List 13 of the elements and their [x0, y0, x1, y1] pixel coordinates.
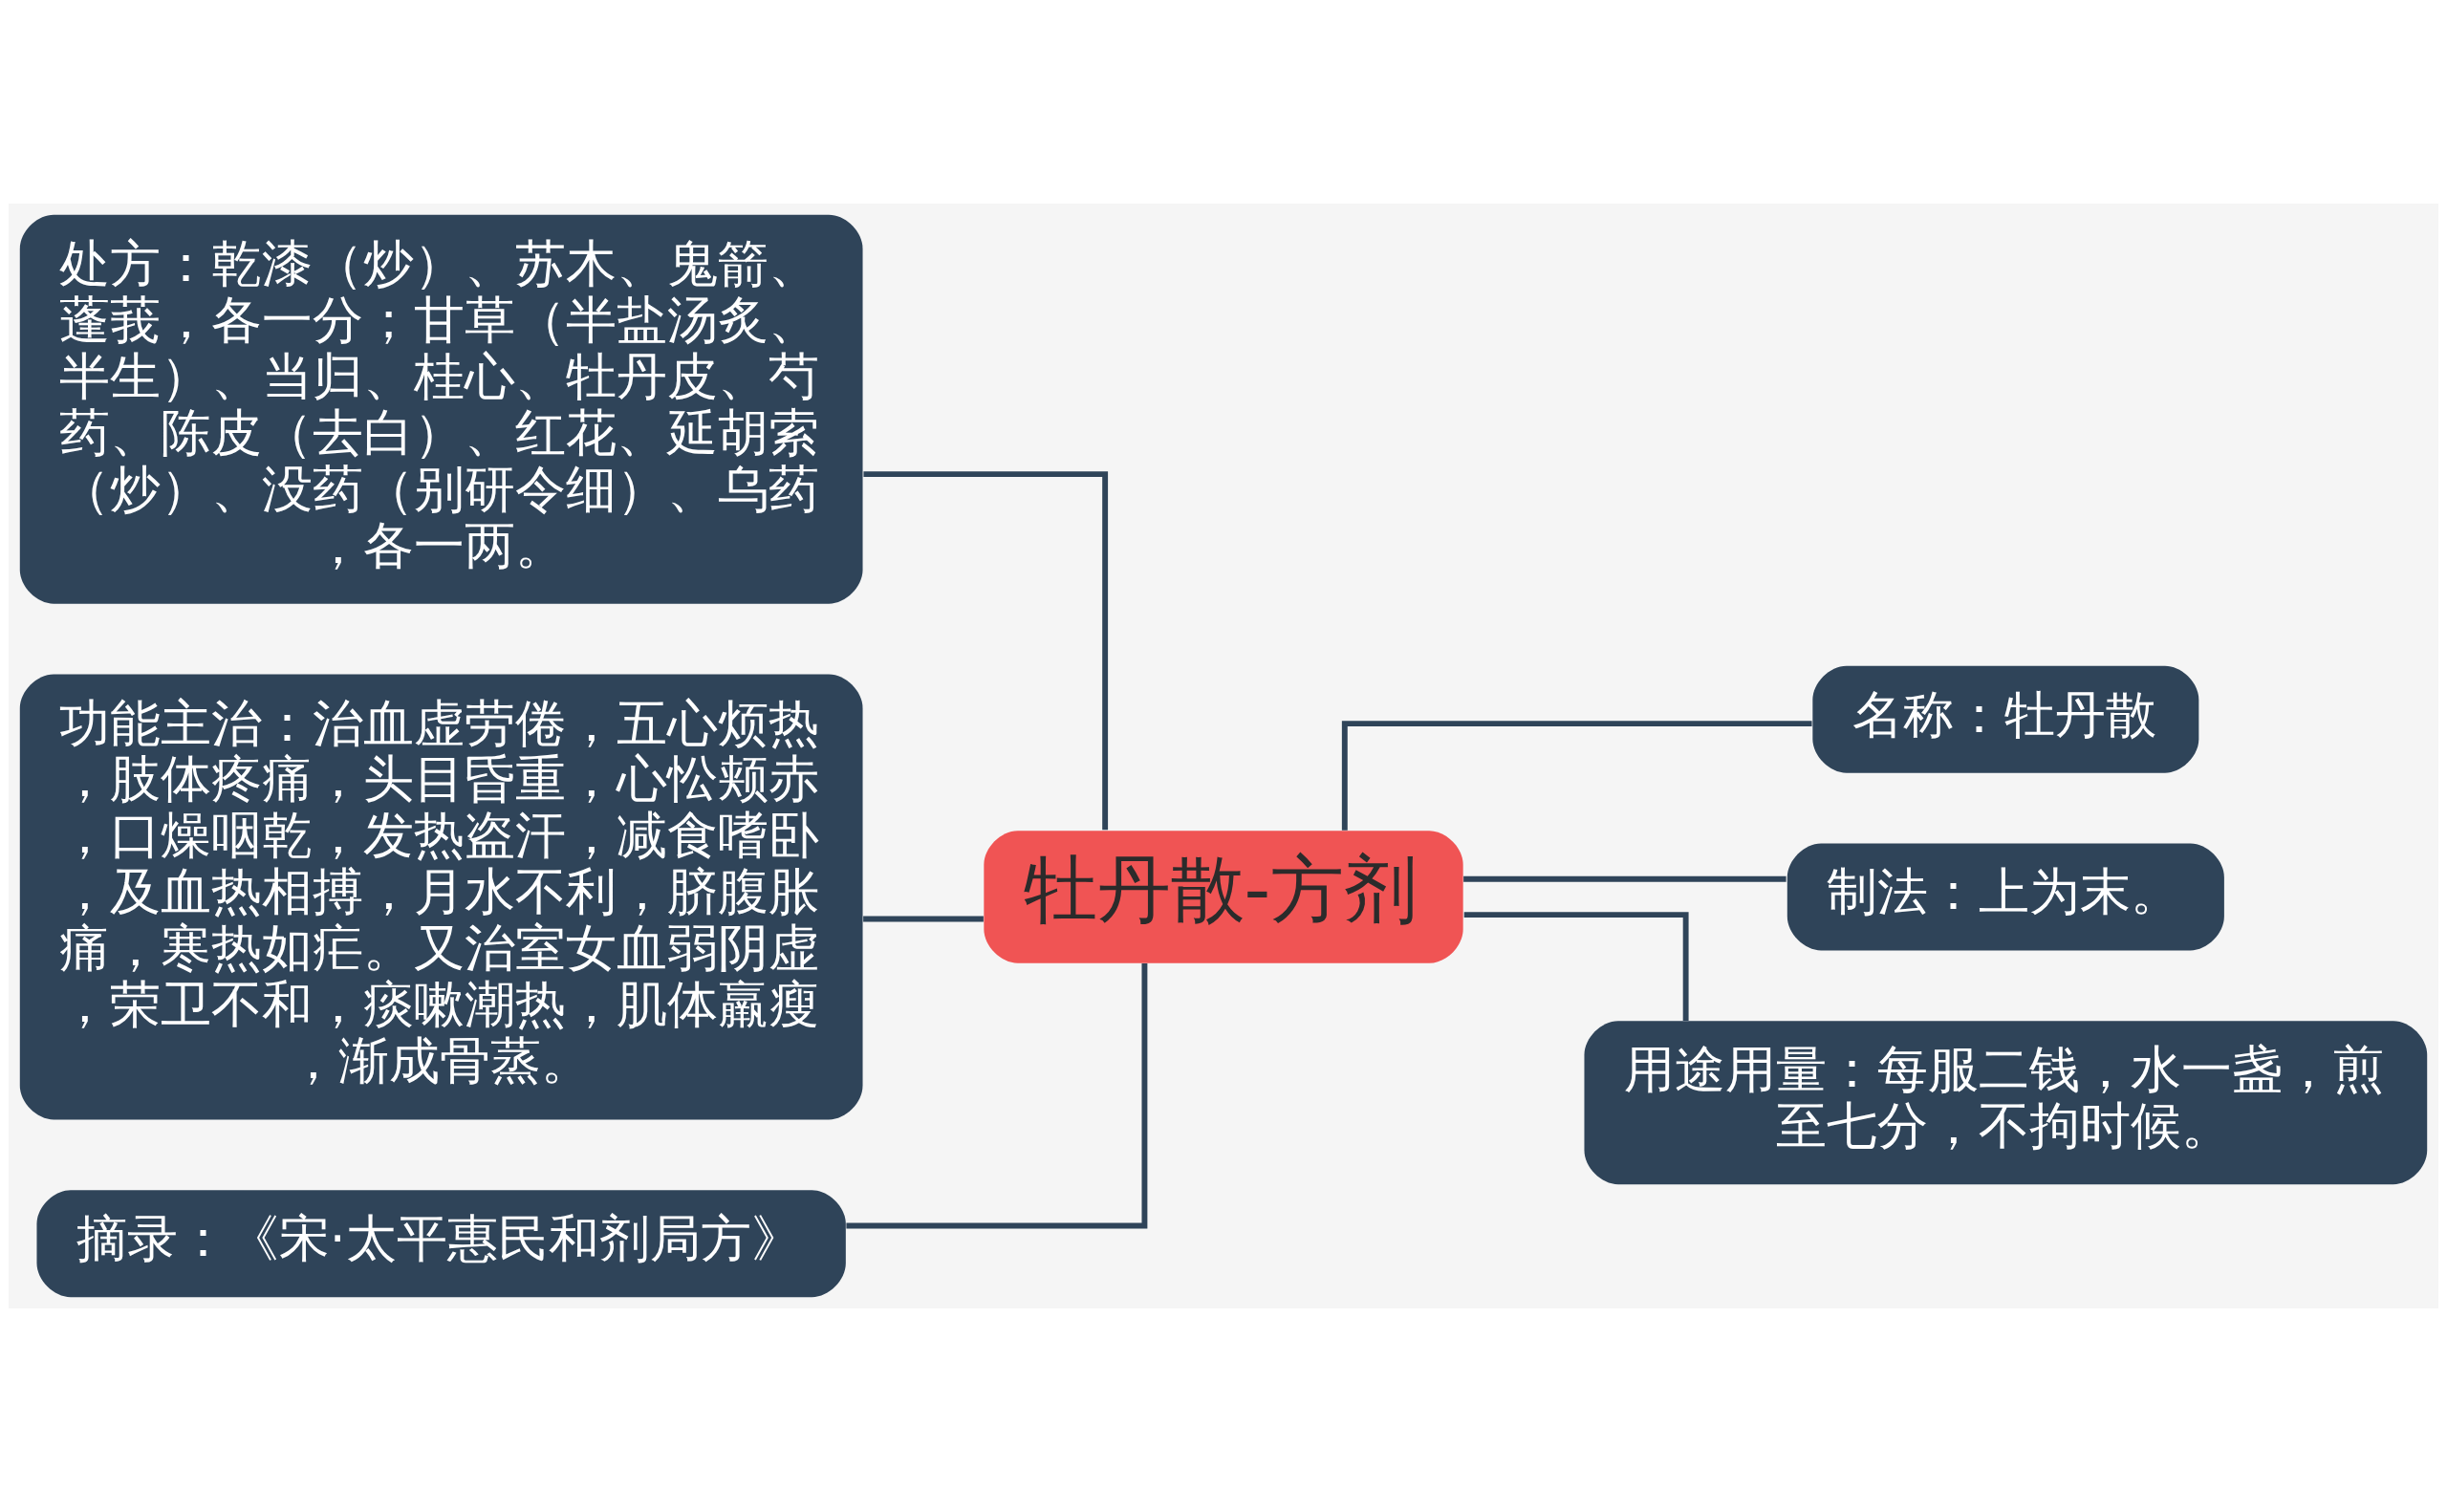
connector	[863, 471, 1109, 831]
node-box: 功能主治：治血虚劳倦，五心烦热，肢体疼痛，头目昏重，心忪颊赤，口燥咽乾，发热盗汗，减食嗜卧，及血热相搏，月水不利，脐腹胀痛，寒热如疟。又治室女血弱阴虚，荣卫不和，痰嗽潮热，肌体羸瘦，渐成骨蒸。	[19, 674, 863, 1120]
node-box: 名称：牡丹散	[1812, 665, 2199, 773]
connector	[1341, 721, 1812, 831]
node-box: 用途用量：每服二钱，水一盏，煎至七分，不拘时候。	[1584, 1021, 2428, 1185]
connector	[863, 916, 984, 922]
node-box: 处方：乾漆（炒）、苏木、鬼箭、蓬莪，各一分；甘草（半盐汤炙、半生）、当归、桂心、牡丹皮、芍药、陈皮（去白）、红花、延胡索（炒）、没药（别研令细）、乌药，各一两。	[19, 214, 863, 604]
node-box: 摘录：《宋·太平惠民和剂局方》	[36, 1190, 846, 1298]
connector	[846, 963, 1148, 1229]
connector	[1463, 912, 1689, 1022]
node-box: 制法：上为末。	[1787, 843, 2224, 951]
connector	[1463, 875, 1787, 882]
node-box: 牡丹散-方剂	[984, 831, 1463, 963]
